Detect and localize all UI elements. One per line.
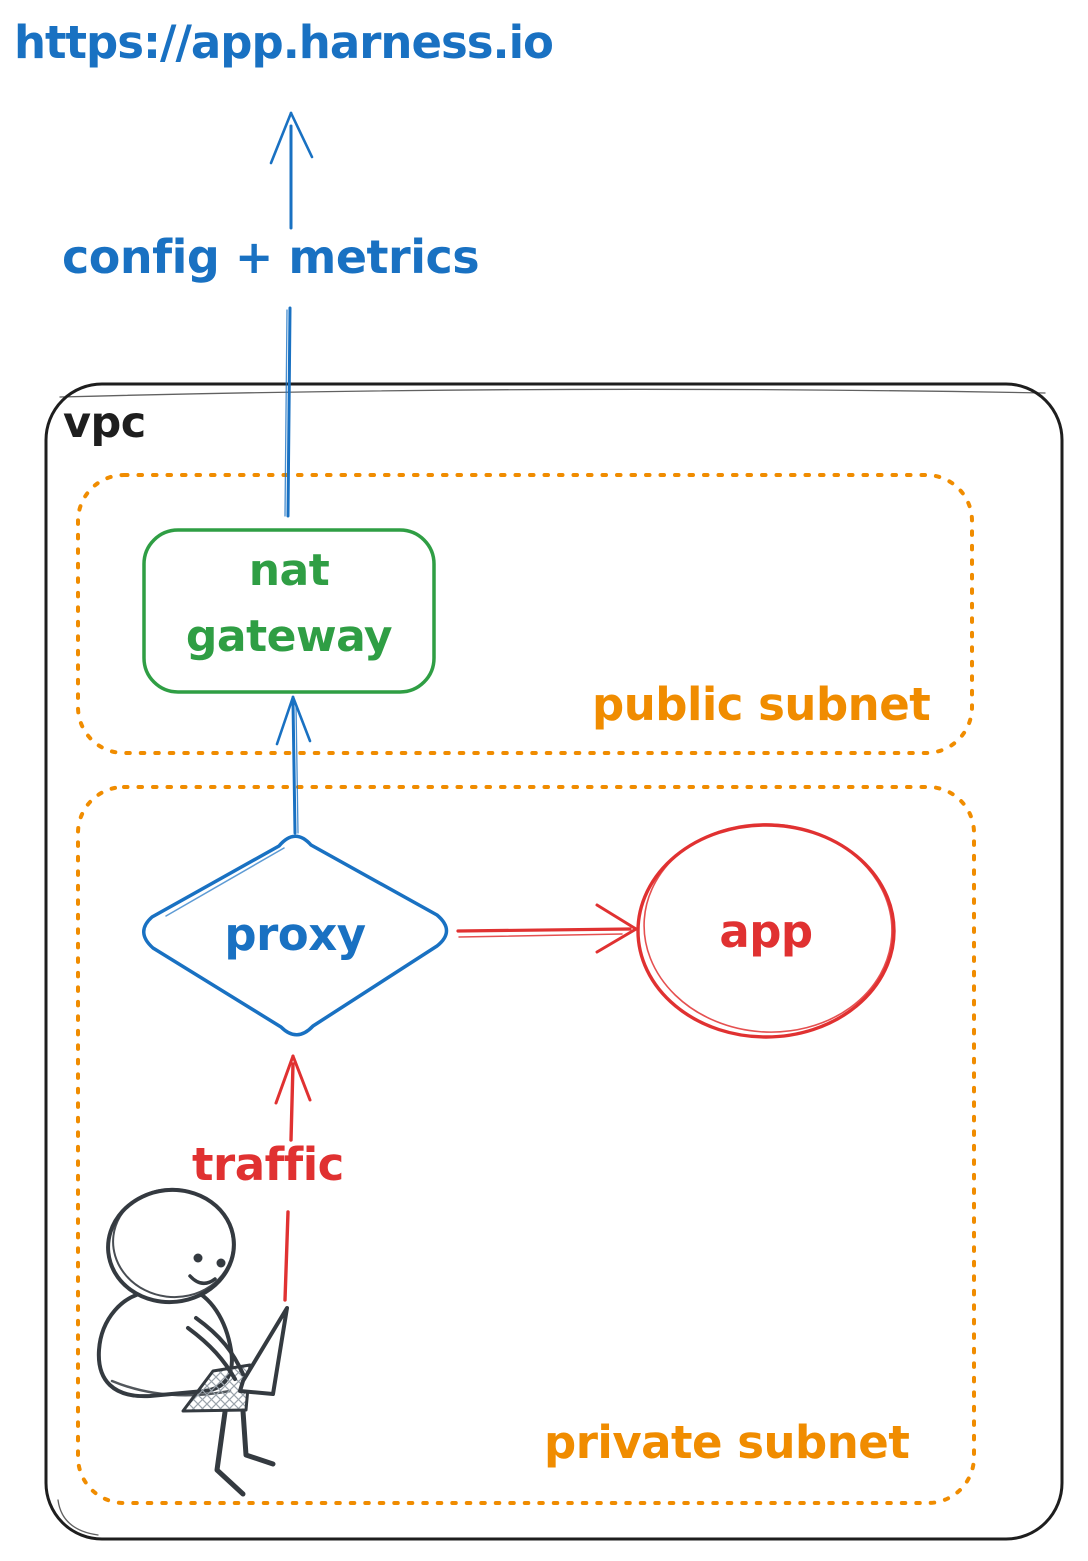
nat-gateway-label-line2: gateway [185, 611, 393, 662]
person-eye [193, 1253, 203, 1263]
person-figure [96, 1187, 289, 1497]
person-eye [216, 1258, 226, 1268]
nat-gateway-label: nat gateway [144, 538, 434, 670]
app-circle [636, 823, 896, 1039]
nat-gateway-box [142, 528, 436, 694]
vpc-box [44, 382, 1064, 1541]
private-subnet-label: private subnet [544, 1416, 910, 1469]
private-subnet-box [76, 785, 976, 1505]
vpc-label: vpc [63, 398, 146, 448]
proxy-diamond [142, 834, 449, 1037]
config-metrics-label: config + metrics [62, 230, 480, 284]
laptop-screen [238, 1306, 289, 1396]
nat-gateway-label-line1: nat [248, 545, 330, 596]
proxy-to-nat-arrow [275, 695, 312, 835]
config-metrics-arrow [269, 111, 314, 518]
public-subnet-label: public subnet [592, 678, 931, 731]
proxy-label: proxy [224, 908, 366, 961]
external-url-label: https://app.harness.io [14, 16, 554, 69]
app-label: app [719, 905, 813, 958]
proxy-to-app-arrow [456, 903, 638, 954]
traffic-label: traffic [192, 1138, 344, 1191]
traffic-arrow [274, 1054, 312, 1302]
person-smile [188, 1274, 217, 1286]
